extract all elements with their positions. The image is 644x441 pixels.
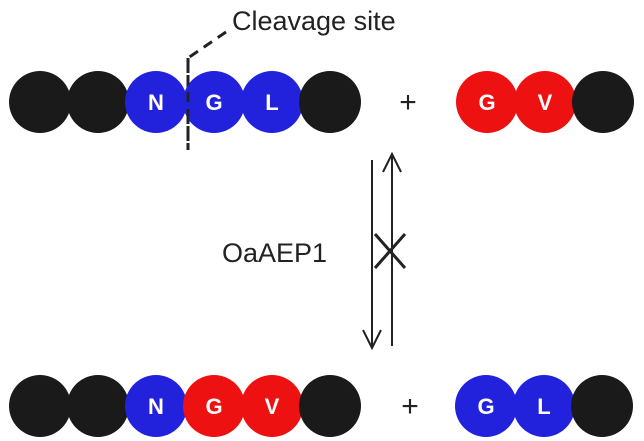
residue-letter: V <box>265 394 280 419</box>
residue-black <box>67 71 129 133</box>
residue-letter: G <box>478 90 495 115</box>
residue-letter: G <box>205 90 222 115</box>
reverse-arrowhead <box>382 151 402 173</box>
residue-red-g <box>183 375 245 437</box>
residue-letter: L <box>265 90 278 115</box>
plus-sign-top: + <box>399 86 417 119</box>
residue-black <box>9 71 71 133</box>
residue-letter: G <box>477 394 494 419</box>
residue-black <box>299 375 361 437</box>
residue-letter: L <box>537 394 550 419</box>
residue-blue-n <box>125 71 187 133</box>
residue-letter: V <box>538 90 553 115</box>
residue-red-v <box>514 71 576 133</box>
residue-red-v <box>241 375 303 437</box>
residue-letter: N <box>148 394 164 419</box>
residue-letter: N <box>148 90 164 115</box>
residue-black <box>67 375 129 437</box>
residue-black <box>571 375 633 437</box>
residue-blue-g <box>455 375 517 437</box>
residue-black <box>299 71 361 133</box>
residue-black <box>9 375 71 437</box>
cleavage-site-label: Cleavage site <box>232 6 396 36</box>
forward-arrowhead <box>362 329 382 351</box>
blocked-reverse-mark <box>373 233 407 269</box>
residue-red-g <box>456 71 518 133</box>
residue-blue-g <box>183 71 245 133</box>
residue-letter: G <box>205 394 222 419</box>
reaction-arrows <box>362 151 407 351</box>
enzyme-label: OaAEP1 <box>222 238 327 268</box>
residue-blue-l <box>513 375 575 437</box>
residue-blue-l <box>241 71 303 133</box>
residue-black <box>572 71 634 133</box>
plus-sign-bottom: + <box>401 390 419 423</box>
cleavage-site-pointer <box>186 30 227 150</box>
residue-blue-n <box>125 375 187 437</box>
